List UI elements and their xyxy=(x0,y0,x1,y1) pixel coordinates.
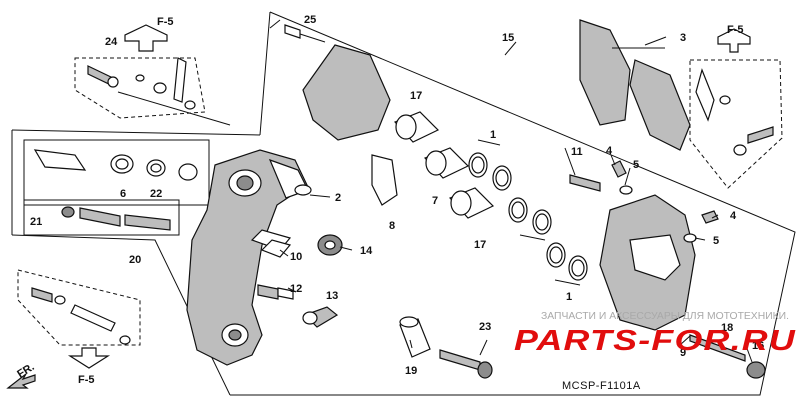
caliper-body xyxy=(599,194,696,331)
callout-19: 19 xyxy=(405,365,417,377)
bleeder-4-lower xyxy=(683,210,719,243)
slide-pin-12 xyxy=(257,284,294,300)
callout-5-lower: 5 xyxy=(713,235,719,247)
callout-labels: 1 1 2 3 4 4 5 5 6 7 8 9 10 11 12 13 14 1… xyxy=(30,14,764,377)
callout-21: 21 xyxy=(30,216,42,228)
pad-spring-plate xyxy=(284,24,391,141)
caliper-bracket xyxy=(186,149,312,366)
ref-label-top-right: F-5 xyxy=(727,24,744,36)
callout-8: 8 xyxy=(389,220,395,232)
boot-14 xyxy=(317,234,343,256)
callout-4-lower: 4 xyxy=(730,210,737,222)
bolt-23 xyxy=(439,349,493,379)
callout-5-upper: 5 xyxy=(633,159,639,171)
bolt-24 xyxy=(87,65,119,88)
pad-retainer xyxy=(371,154,398,206)
watermark: ЗАПЧАСТИ И АКСЕССУАРЫ ДЛЯ МОТОТЕХНИКИ. P… xyxy=(514,310,796,357)
diagram-code: MCSP-F1101A xyxy=(562,380,641,392)
callout-14: 14 xyxy=(360,245,373,257)
seal-kit-box xyxy=(23,139,210,236)
watermark-tagline: ЗАПЧАСТИ И АКСЕССУАРЫ ДЛЯ МОТОТЕХНИКИ. xyxy=(541,310,789,322)
callout-23: 23 xyxy=(479,321,491,333)
callout-20: 20 xyxy=(129,254,141,266)
callout-2: 2 xyxy=(335,192,341,204)
callout-7: 7 xyxy=(432,195,438,207)
leader-lines xyxy=(269,19,753,363)
pin-18 xyxy=(689,334,766,379)
ref-box-bottom-left xyxy=(17,269,141,369)
callout-11: 11 xyxy=(571,146,583,158)
callout-4-upper: 4 xyxy=(606,145,613,157)
watermark-logo: PARTS-FOR.RU xyxy=(514,325,796,357)
collar-19 xyxy=(399,316,431,358)
callout-25: 25 xyxy=(304,14,316,26)
ref-parts-top-left xyxy=(135,57,196,110)
seal-kit-parts xyxy=(33,149,198,231)
callout-15: 15 xyxy=(502,32,514,44)
ref-label-top-left: F-5 xyxy=(157,16,174,28)
ref-parts-bottom-left xyxy=(31,287,131,345)
seal-rings xyxy=(468,139,588,286)
callout-17-lower: 17 xyxy=(474,239,486,251)
brake-pads xyxy=(579,19,691,151)
callout-12: 12 xyxy=(290,283,302,295)
ref-label-bottom-left: F-5 xyxy=(78,374,95,386)
assembly-outline xyxy=(11,11,796,396)
front-direction-arrow: FR. xyxy=(6,361,37,389)
callout-16: 16 xyxy=(752,340,764,352)
piston-middle xyxy=(423,147,470,179)
ref-box-top-right xyxy=(689,28,783,189)
piston-upper xyxy=(393,111,440,143)
callout-3: 3 xyxy=(680,32,686,44)
callout-22: 22 xyxy=(150,188,162,200)
piston-lower xyxy=(448,187,495,219)
callout-1-lower: 1 xyxy=(566,291,572,303)
ref-parts-top-right xyxy=(695,68,774,156)
callout-13: 13 xyxy=(326,290,338,302)
callout-17-upper: 17 xyxy=(410,90,422,102)
ref-box-top-left xyxy=(74,24,206,119)
callout-10: 10 xyxy=(290,251,302,263)
callout-24: 24 xyxy=(105,36,118,48)
callout-9: 9 xyxy=(680,347,686,359)
callout-18: 18 xyxy=(721,322,733,334)
pin-13 xyxy=(302,306,339,328)
bleeder-4-upper xyxy=(611,160,633,195)
bolt-11 xyxy=(569,174,601,192)
callout-1-upper: 1 xyxy=(490,129,496,141)
callout-6: 6 xyxy=(120,188,126,200)
